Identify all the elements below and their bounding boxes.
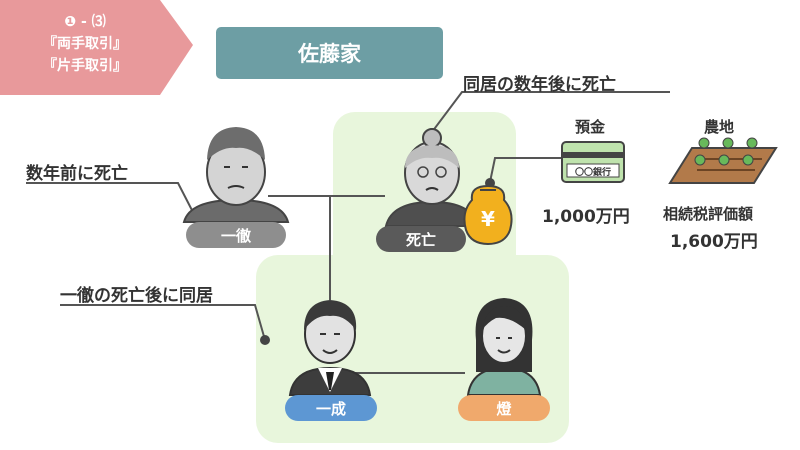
family-title: 佐藤家 <box>216 27 443 79</box>
grandfather-figure <box>182 127 290 223</box>
name-plate-mother: 燈 <box>458 395 550 421</box>
annotation-grandfather: 数年前に死亡 <box>26 164 128 184</box>
grandmother-figure <box>384 128 480 227</box>
deposit-amount: 1,000万円 <box>542 207 630 227</box>
family-lines <box>268 195 465 374</box>
section-tag-title-1: 『両手取引』 <box>43 36 127 52</box>
farmland-caption: 相続税評価額 <box>663 205 754 223</box>
money-bag-icon <box>463 184 513 246</box>
bankbook-icon <box>561 141 625 183</box>
leader-lines <box>26 91 670 341</box>
section-tag-shape <box>0 0 193 95</box>
mother-figure <box>466 298 542 396</box>
farmland-amount: 1,600万円 <box>670 232 758 252</box>
father-figure <box>288 300 372 396</box>
bankbook-text: 〇〇銀行 <box>574 168 611 178</box>
name-plate-father: 一成 <box>285 395 377 421</box>
deposit-label: 預金 <box>575 118 606 136</box>
section-tag-number: ❶ - ⑶ <box>64 14 106 30</box>
name-plate-grandmother: 死亡 <box>376 226 466 252</box>
annotation-grandmother: 同居の数年後に死亡 <box>463 75 616 95</box>
annotation-father: 一徹の死亡後に同居 <box>60 286 213 306</box>
yen-symbol: ¥ <box>481 207 495 231</box>
name-plate-grandfather: 一徹 <box>186 222 286 248</box>
leader-dot-father <box>260 335 270 345</box>
farmland-icon <box>668 137 778 184</box>
section-tag-title-2: 『片手取引』 <box>43 58 127 74</box>
farmland-label: 農地 <box>704 118 735 136</box>
